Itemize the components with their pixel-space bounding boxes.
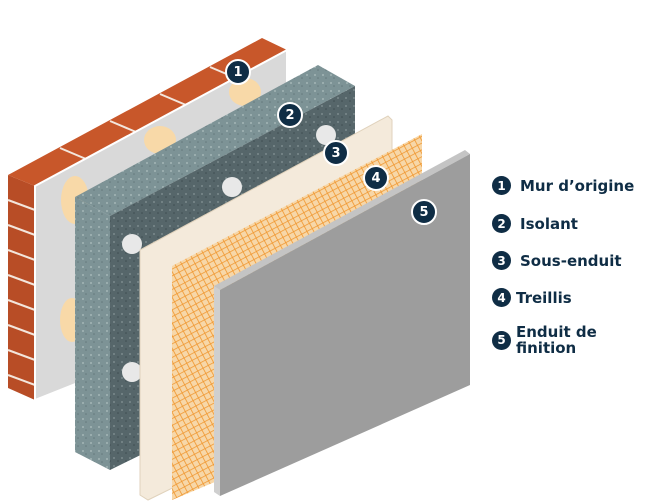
legend-item: 5 Enduit de finition bbox=[492, 324, 616, 356]
badge-4: 4 bbox=[363, 165, 389, 191]
legend-label: Enduit de finition bbox=[516, 323, 597, 357]
legend-number: 4 bbox=[492, 288, 511, 307]
layer-finish-render bbox=[214, 150, 470, 496]
legend-label: Treillis bbox=[516, 288, 572, 307]
legend-item: 4 Treillis bbox=[492, 288, 572, 307]
legend-item: 2 Isolant bbox=[492, 214, 578, 233]
legend-item: 1 Mur d’origine bbox=[492, 176, 634, 195]
legend-number: 3 bbox=[492, 251, 511, 270]
legend-number: 2 bbox=[492, 214, 511, 233]
badge-3: 3 bbox=[323, 140, 349, 166]
badge-5: 5 bbox=[411, 199, 437, 225]
legend-item: 3 Sous-enduit bbox=[492, 251, 622, 270]
legend-number: 1 bbox=[492, 176, 511, 195]
legend-label: Sous-enduit bbox=[520, 251, 622, 270]
legend-label: Mur d’origine bbox=[520, 176, 635, 195]
legend-number: 5 bbox=[492, 330, 511, 350]
badge-1: 1 bbox=[225, 59, 251, 85]
badge-2: 2 bbox=[277, 102, 303, 128]
legend-label: Isolant bbox=[520, 214, 578, 233]
